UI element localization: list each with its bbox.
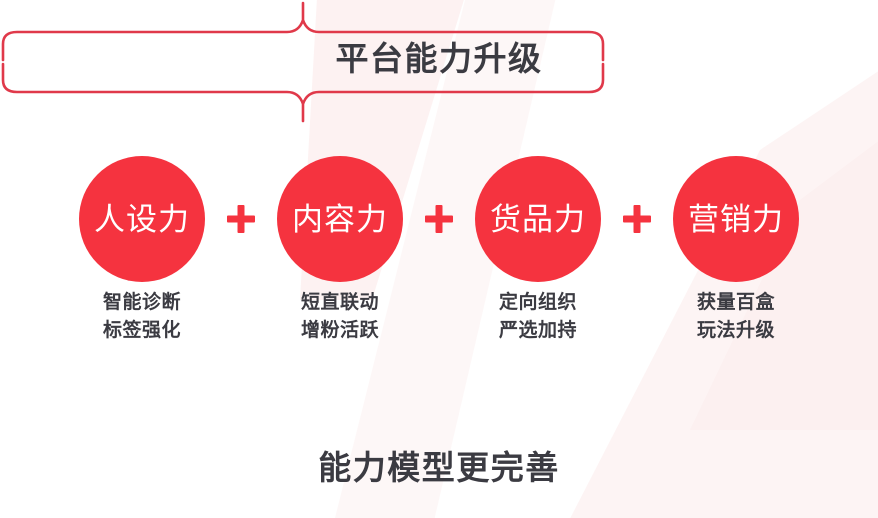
ability-caption-2-line2: 严选加持 [498,319,577,341]
ability-caption-1-line1: 短直联动 [300,292,379,313]
ability-circle-row: 人设力 内容力 货品力 营销力 [0,155,878,283]
ability-circle-label-1: 内容力 [292,201,388,237]
ability-circle-label-2: 货品力 [490,201,586,237]
ability-caption-row: 智能诊断 标签强化 短直联动 增粉活跃 定向组织 严选加持 获量百盒 玩法升级 [0,289,878,359]
ability-circle-label-3: 营销力 [688,201,784,237]
ability-node-1[interactable]: 内容力 [277,156,403,282]
ability-circle-1[interactable]: 内容力 [277,156,403,282]
ability-node-0[interactable]: 人设力 [79,156,205,282]
ability-circle-3[interactable]: 营销力 [673,156,799,282]
ability-caption-1-line2: 增粉活跃 [300,319,379,341]
ability-caption-2: 定向组织 严选加持 [475,289,601,344]
ability-caption-0: 智能诊断 标签强化 [79,289,205,344]
plus-icon-1 [403,156,475,282]
ability-node-2[interactable]: 货品力 [475,156,601,282]
ability-circle-label-0: 人设力 [94,201,190,237]
ability-caption-2-line1: 定向组织 [498,292,577,313]
ability-caption-3-line2: 玩法升级 [696,319,775,341]
ability-caption-0-line1: 智能诊断 [102,292,181,313]
ability-node-3[interactable]: 营销力 [673,156,799,282]
page-title-top: 平台能力升级 [335,40,543,77]
ability-caption-0-line2: 标签强化 [102,319,181,341]
ability-caption-3-line1: 获量百盒 [696,292,775,313]
plus-icon-0 [205,156,277,282]
plus-icon-2 [601,156,673,282]
ability-caption-1: 短直联动 增粉活跃 [277,289,403,344]
ability-caption-3: 获量百盒 玩法升级 [673,289,799,344]
ability-circle-0[interactable]: 人设力 [79,156,205,282]
ability-circle-2[interactable]: 货品力 [475,156,601,282]
page-title-bottom: 能力模型更完善 [318,449,560,486]
